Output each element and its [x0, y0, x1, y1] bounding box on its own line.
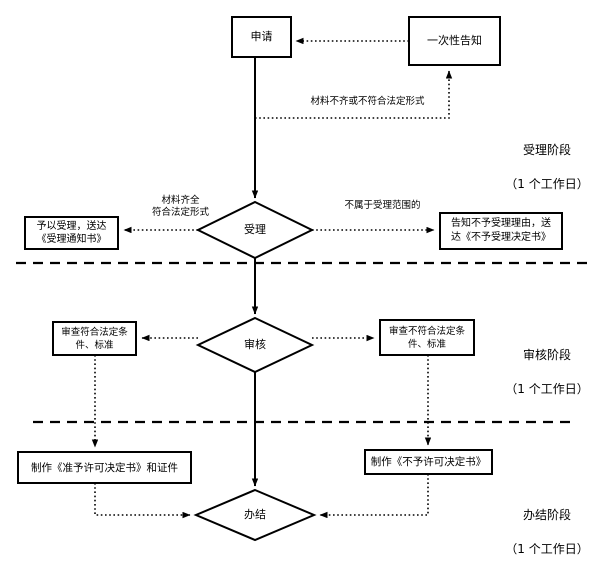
- node-one-time-notice-label: 一次性告知: [427, 34, 482, 47]
- node-finish-shape: [193, 488, 317, 542]
- edge-permit-grant-to-finish: [94, 483, 191, 519]
- node-accept-no-shape: [439, 212, 563, 250]
- node-permit-grant-label: 制作《准予许可决定书》和证件: [31, 461, 178, 474]
- edge-label-out-of-scope: 不属于受理范围的: [344, 200, 421, 211]
- node-apply-label: 申请: [250, 30, 273, 43]
- stage-completion-name: 办结阶段: [522, 508, 571, 522]
- edge-accept-to-notice: [255, 70, 453, 119]
- edge-label-materials-complete: 材料齐全 符合法定形式: [151, 195, 209, 218]
- stage-acceptance-duration: （1 个工作日）: [505, 177, 589, 191]
- node-accept-label: 受理: [244, 223, 266, 236]
- node-review-label: 审核: [244, 338, 266, 351]
- node-permit-deny-label: 制作《不予许可决定书》: [370, 456, 487, 468]
- stage-acceptance-name: 受理阶段: [522, 143, 571, 157]
- stage-completion-duration: （1 个工作日）: [505, 542, 589, 556]
- stage-label-completion: 办结阶段 （1 个工作日）: [493, 490, 601, 558]
- node-review-fail-label: 审查不符合法定条 件、标准: [388, 325, 465, 350]
- node-finish-label: 办结: [244, 508, 266, 521]
- stage-label-review: 审核阶段 （1 个工作日）: [493, 330, 601, 398]
- stage-review-name: 审核阶段: [522, 348, 571, 362]
- node-review-pass-label: 审查符合法定条 件、标准: [61, 326, 128, 351]
- stage-label-acceptance: 受理阶段 （1 个工作日）: [493, 125, 601, 193]
- node-permit-grant-shape: [17, 451, 192, 484]
- node-review-pass-shape: [52, 321, 137, 356]
- edge-permit-deny-to-finish: [319, 474, 429, 519]
- stage-review-duration: （1 个工作日）: [505, 382, 589, 396]
- node-apply-shape: [231, 16, 292, 58]
- node-permit-deny-shape: [364, 449, 493, 475]
- node-review-fail-shape: [379, 319, 475, 356]
- node-accept-no-label: 告知不予受理理由，送 达《不予受理决定书》: [451, 218, 551, 243]
- edge-label-materials-incomplete: 材料不齐或不符合法定形式: [310, 96, 425, 107]
- node-accept-yes-label: 予以受理，送达 《受理通知书》: [36, 221, 107, 245]
- node-accept-yes-shape: [24, 216, 119, 250]
